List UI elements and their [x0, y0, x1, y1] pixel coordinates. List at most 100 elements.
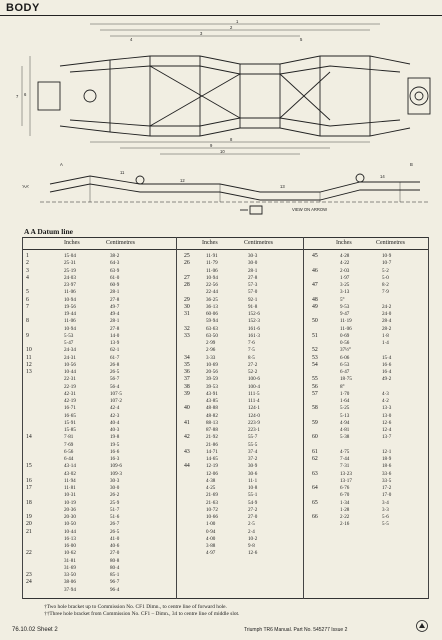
- cm-value: 19·5: [110, 441, 120, 448]
- cm-value: 8·2: [382, 282, 389, 288]
- cm-value: 61·7: [110, 354, 120, 361]
- inches-value: 3·13: [340, 289, 350, 296]
- row-ref: 11: [26, 354, 32, 361]
- cm-value: 1·8: [382, 332, 389, 339]
- inches-value: 10·94: [64, 296, 76, 303]
- inches-value: 10·44: [64, 528, 76, 535]
- inches-value: 10·62: [64, 550, 76, 557]
- dim-label-1: 1: [236, 19, 239, 24]
- cm-value: 28·1: [110, 289, 120, 296]
- cm-value: 14·0: [110, 332, 120, 339]
- leyland-logo-icon: [416, 620, 428, 632]
- cm-value: 27·8: [248, 274, 258, 281]
- inches-value: 20·30: [64, 514, 76, 520]
- cm-value: 109·3: [110, 470, 122, 477]
- row-ref: 48: [312, 296, 318, 303]
- cm-value: 152·3: [248, 318, 260, 325]
- cm-value: 51·6: [110, 514, 120, 520]
- inches-value: 22·19: [64, 383, 76, 390]
- cm-value: 41·0: [110, 535, 120, 542]
- inches-value: 2·22: [340, 514, 350, 520]
- inches-value: 21·69: [206, 492, 218, 499]
- inches-value: 0·69: [340, 332, 350, 339]
- inches-value: 10·56: [64, 361, 76, 368]
- inches-value: 7·81: [64, 434, 74, 441]
- chassis-drawing: VIEW ON ARROW 'AA' 1 2 3 4 5 6 7 8 9 10 …: [16, 19, 431, 215]
- row-ref: 25: [184, 253, 190, 259]
- cm-value: 18·6: [382, 463, 392, 470]
- cm-value: 30·0: [110, 485, 120, 491]
- row-ref: 27: [184, 274, 190, 281]
- cm-value: 80·8: [110, 557, 120, 564]
- cm-value: 49·7: [110, 303, 120, 310]
- cm-value: 60·9: [110, 282, 120, 288]
- cm-value: 27·8: [110, 296, 120, 303]
- header-inches-1: Inches: [64, 240, 80, 246]
- section-label-a: A: [60, 162, 63, 167]
- row-ref: 4: [26, 274, 29, 281]
- cm-value: 40·4: [110, 419, 120, 426]
- inches-value: 21·63: [206, 499, 218, 506]
- inches-value: 1·97: [340, 274, 350, 281]
- inches-value: 15·04: [64, 253, 76, 259]
- row-ref: 19: [26, 514, 32, 520]
- cm-value: 28·4: [382, 318, 392, 325]
- inches-value: 14·71: [206, 448, 218, 455]
- row-ref: 61: [312, 448, 318, 455]
- cm-value: 30·3: [248, 253, 258, 259]
- cm-value: 19·8: [110, 434, 120, 441]
- inches-value: 16·65: [64, 412, 76, 419]
- view-on-arrow-label: VIEW ON ARROW: [292, 207, 327, 212]
- cm-value: 1·4: [382, 340, 389, 346]
- row-ref: 49: [312, 303, 318, 310]
- cm-value: 5·2: [382, 267, 389, 274]
- inches-value: 25·31: [64, 260, 76, 267]
- inches-value: 7·69: [64, 441, 74, 448]
- cm-value: 12·4: [382, 427, 392, 433]
- cm-value: 38·2: [110, 253, 120, 259]
- cm-value: 7·5: [248, 347, 255, 354]
- note-two-hole: †Two hole bracket up to Commission No. C…: [44, 604, 227, 610]
- row-ref: 58: [312, 405, 318, 412]
- cm-value: 55·5: [248, 441, 258, 448]
- inches-value: 15·91: [64, 419, 76, 426]
- cm-value: 17·0: [382, 492, 392, 499]
- inches-value: 10·69: [206, 361, 218, 368]
- cm-value: 5·0: [382, 274, 389, 281]
- row-ref: 42: [184, 434, 190, 441]
- row-ref: 24: [26, 579, 32, 586]
- cm-value: 26·5: [110, 369, 120, 375]
- inches-value: 42·19: [64, 398, 76, 404]
- note-three-hole: ††Three hole bracket from Commission No.…: [44, 611, 240, 617]
- cm-value: 25·9: [110, 499, 120, 506]
- cm-value: 4·3: [382, 390, 389, 397]
- inches-value: 3·33: [206, 354, 216, 361]
- row-ref: 6: [26, 296, 29, 303]
- inches-value: 1·00: [206, 521, 216, 528]
- cm-value: 7·6: [248, 340, 255, 346]
- row-ref: 26: [184, 260, 190, 267]
- cm-value: 161·3: [248, 332, 260, 339]
- inches-value: 6·47: [340, 369, 350, 375]
- inches-value: 11·81: [64, 485, 76, 491]
- cm-value: 5·5: [382, 521, 389, 528]
- table-header-rule: [22, 249, 428, 250]
- cm-value: 10·2: [248, 535, 258, 542]
- inches-value: 24·31: [64, 354, 76, 361]
- cm-value: 80·4: [110, 564, 120, 571]
- inches-value: 31·69: [64, 564, 76, 571]
- inches-value: 5·13: [340, 412, 350, 419]
- row-ref: 66: [312, 514, 318, 520]
- inches-value: 7·44: [340, 456, 350, 462]
- cm-value: 12·1: [382, 448, 392, 455]
- row-ref: 51: [312, 332, 318, 339]
- inches-value: 16·71: [64, 405, 76, 412]
- inches-value: 11·06: [206, 267, 218, 274]
- inches-value: 10·72: [206, 506, 218, 513]
- row-ref: 8: [26, 318, 29, 325]
- inches-value: 10·94: [206, 274, 218, 281]
- inches-value: 14·65: [206, 456, 218, 462]
- row-ref: 43: [184, 448, 190, 455]
- inches-value: 31·81: [64, 557, 76, 564]
- inches-value: 3·25: [340, 282, 350, 288]
